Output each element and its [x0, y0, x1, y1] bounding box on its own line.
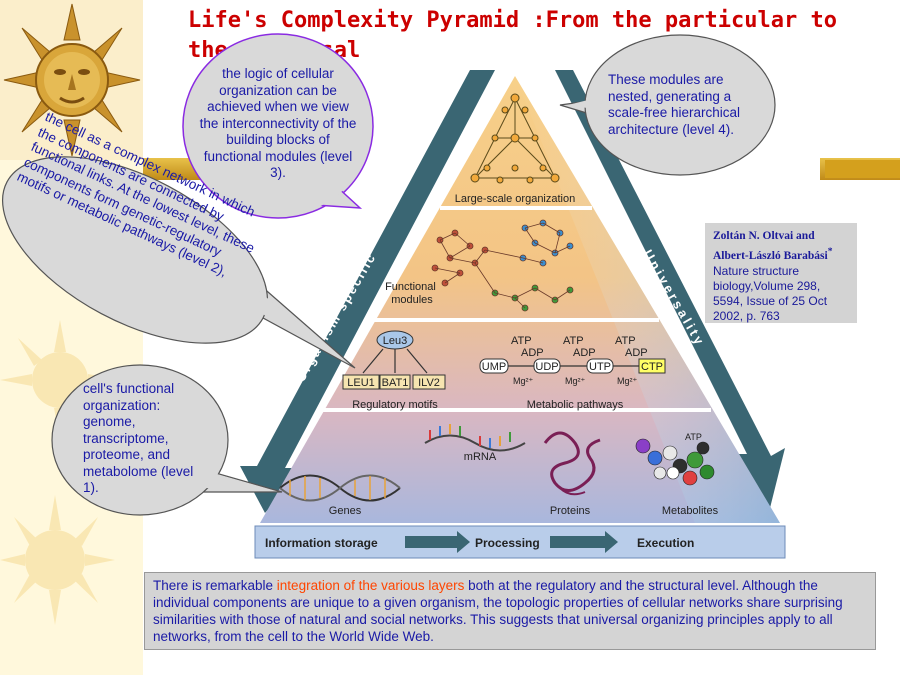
motif-top-label: Leu3 [383, 335, 407, 347]
dna-helix-icon [279, 474, 401, 502]
regulatory-motif: Leu3 LEU1 BAT1 ILV2 [342, 330, 446, 390]
metabolic-pathway: UMP UDP UTP CTP ATP ADP ATP ADP ATP ADP … [479, 335, 666, 386]
citation-marker: * [827, 246, 833, 257]
cofactor-2: ADP [521, 347, 544, 359]
level1-proteins-label: Proteins [550, 505, 591, 517]
pathway-node-2: UDP [535, 361, 558, 373]
summary-highlight: integration of the various layers [276, 578, 465, 593]
level1-mrna-label: mRNA [464, 451, 497, 463]
metabolite-atp-label: ATP [685, 432, 702, 442]
cofactor-5: ATP [615, 335, 636, 347]
level3-label-line: Functional [385, 281, 436, 293]
protein-icon [543, 431, 601, 496]
bottom-flow-bar [254, 525, 786, 559]
ion-2: Mg²⁺ [565, 376, 585, 386]
level4-label: Large-scale organization [455, 193, 575, 205]
ion-3: Mg²⁺ [617, 376, 637, 386]
citation-authors: Zoltán N. Oltvai and Albert-László Barab… [713, 230, 828, 262]
summary-text-box: There is remarkable integration of the v… [144, 572, 876, 650]
metabolite-molecule-icon [635, 438, 715, 486]
functional-modules-network-icon [431, 219, 574, 312]
level2-left-label: Regulatory motifs [352, 399, 438, 411]
pathway-node-1: UMP [482, 361, 506, 373]
pathway-node-4: CTP [641, 361, 663, 373]
sun-face-icon [0, 0, 143, 160]
citation-authors-line: Zoltán N. Oltvai and Albert-László Barab… [713, 229, 849, 264]
callout-level3-text: the logic of cellular organization can b… [199, 66, 357, 180]
cofactor-3: ATP [563, 335, 584, 347]
summary-before: There is remarkable [153, 578, 277, 593]
flow-processing: Processing [475, 536, 540, 550]
level2-right-label: Metabolic pathways [527, 399, 624, 411]
cofactor-6: ADP [625, 347, 648, 359]
callout-level4-text: These modules are nested, generating a s… [608, 72, 741, 137]
cofactor-1: ATP [511, 335, 532, 347]
cofactor-4: ADP [573, 347, 596, 359]
level1-genes-label: Genes [329, 505, 362, 517]
pathway-node-3: UTP [589, 361, 611, 373]
ion-1: Mg²⁺ [513, 376, 533, 386]
motif-target-2: BAT1 [382, 377, 409, 389]
level1-metabolites-label: Metabolites [662, 505, 719, 517]
gold-divider-end [825, 160, 900, 178]
organism-specific-arrow [240, 70, 495, 513]
citation-box: Zoltán N. Oltvai and Albert-László Barab… [705, 223, 857, 323]
callout-level1-text: cell's functional organization: genome, … [83, 381, 194, 495]
flow-information-storage: Information storage [265, 536, 378, 550]
mrna-icon [424, 424, 526, 452]
flow-execution: Execution [637, 536, 694, 550]
level3-label: Functional modules [385, 281, 439, 306]
level3-label-line: modules [391, 294, 433, 306]
large-scale-network-icon [470, 93, 560, 184]
summary-after: both at the regulatory and the structura… [153, 578, 843, 644]
universality-arrow [555, 70, 785, 508]
slide-title: Life's Complexity Pyramid :From the part… [188, 8, 838, 63]
motif-target-3: ILV2 [418, 377, 440, 389]
citation-journal: Nature structure biology,Volume 298, 559… [713, 263, 828, 323]
motif-target-1: LEU1 [347, 377, 375, 389]
